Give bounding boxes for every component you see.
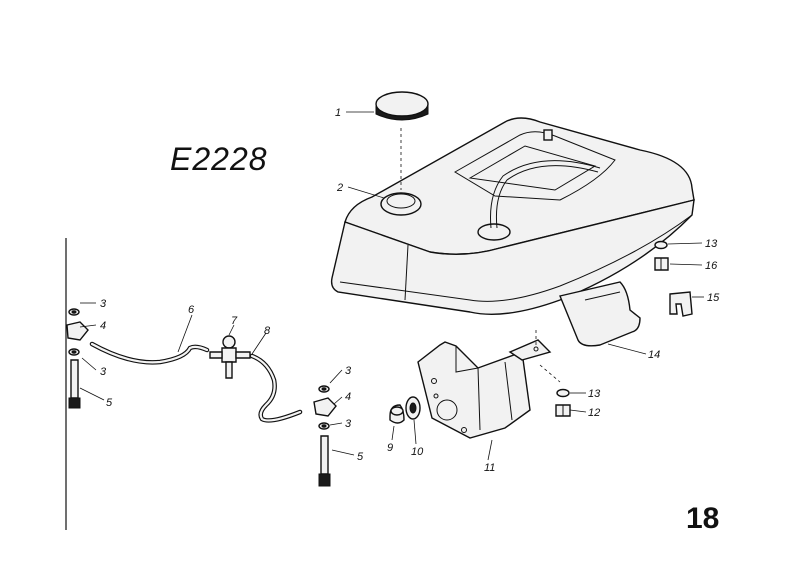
callout-4: 4 [100,320,106,332]
hose-clip [669,291,693,317]
fuel-hose-8 [249,353,303,423]
callout-2: 2 [336,182,343,194]
callout-3: 3 [100,298,107,310]
callout-16: 16 [705,260,718,272]
callout-5: 5 [357,451,364,463]
callout-3: 3 [100,366,107,378]
callout-11: 11 [484,462,495,474]
mounting-bracket [417,330,561,439]
callout-3: 3 [345,365,352,377]
callout-3: 3 [345,418,352,430]
left-banjo-fitting [66,308,89,409]
callout-7: 7 [231,315,238,327]
callout-15: 15 [707,292,720,304]
tank-bracket-plate [559,281,641,347]
drawing-code: E2228 [170,141,268,177]
fuel-tank [330,117,695,315]
callout-1: 1 [335,107,341,119]
callout-labels: 1 2 3 4 3 5 6 7 8 3 4 3 5 9 10 11 13 12 … [100,107,720,474]
fuel-hose-6 [89,341,210,365]
callout-leaders [79,111,704,461]
callout-14: 14 [648,349,660,361]
callout-13: 13 [705,238,718,250]
callout-12: 12 [588,407,600,419]
callout-9: 9 [387,442,393,454]
callout-5: 5 [106,397,113,409]
callout-13: 13 [588,388,601,400]
filler-cap [375,91,429,190]
callout-8: 8 [264,325,271,337]
page-number: 18 [686,502,719,535]
callout-4: 4 [345,391,351,403]
fuel-tap [209,335,251,379]
bolt-16-with-washer [654,240,669,271]
rubber-grommet [405,396,421,420]
callout-10: 10 [411,446,424,458]
bolt-12-with-washer [555,388,571,417]
screw-cap [389,404,405,424]
right-banjo-fitting [313,385,337,487]
callout-6: 6 [188,304,195,316]
